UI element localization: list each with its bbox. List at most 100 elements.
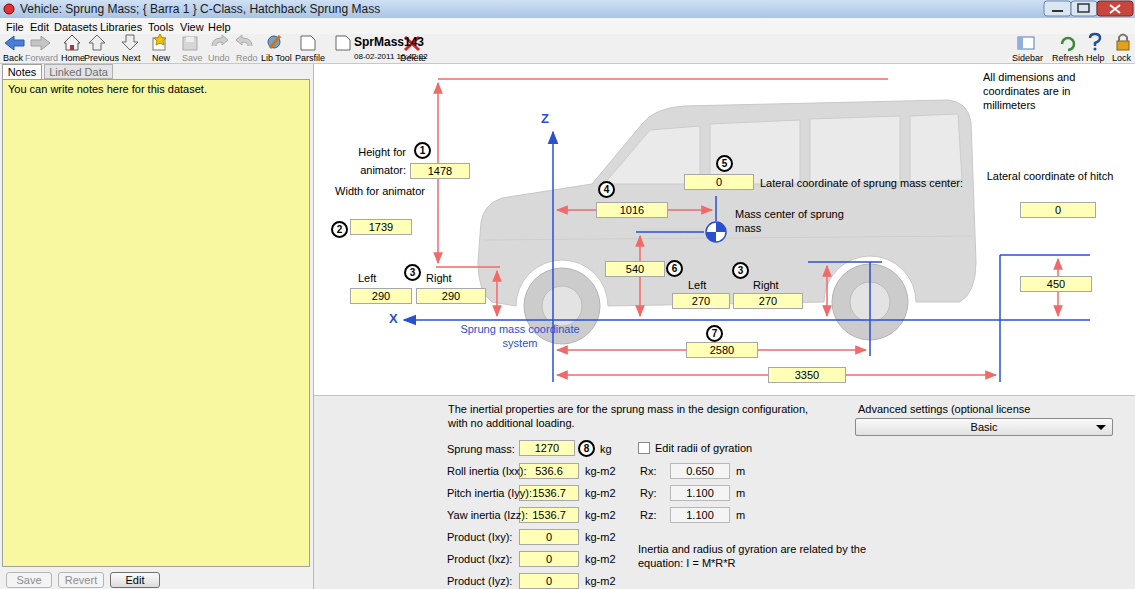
field-text: 0 <box>716 176 722 188</box>
field-label: Left <box>688 278 706 292</box>
field-text: 0 <box>546 575 552 587</box>
field-label: Sprung mass: <box>447 442 515 456</box>
menu-item: Libraries <box>100 20 142 34</box>
field-label: Product (Ixy): <box>447 530 512 544</box>
field-label: Lateral coordinate of hitch <box>985 169 1115 183</box>
field-label: m <box>736 486 745 500</box>
input-field: 1739 <box>350 219 412 235</box>
input-field: 0.650 <box>670 463 730 479</box>
field-label: Rx: <box>640 464 657 478</box>
input-field: 0 <box>1020 202 1096 218</box>
field-text: 8 <box>584 443 590 454</box>
input-field: 1.100 <box>670 485 730 501</box>
notes-field: You can write notes here for this datase… <box>2 79 310 567</box>
input-field: 290 <box>416 288 486 304</box>
tab: Notes <box>2 64 42 79</box>
field-text: 2580 <box>710 344 734 356</box>
field-label: Rz: <box>640 508 657 522</box>
field-label: m <box>736 464 745 478</box>
field-label: Inertia and radius of gyration are relat… <box>638 542 878 570</box>
callout-number: 4 <box>598 181 615 198</box>
field-label: Roll inertia (Ixx): <box>447 464 526 478</box>
field-label: The inertial properties are for the spru… <box>448 402 828 430</box>
field-label: kg-m2 <box>585 530 616 544</box>
callout-number: 5 <box>716 155 733 172</box>
field-text: 1478 <box>428 165 452 177</box>
field-text: 0 <box>546 553 552 565</box>
field-text: 2 <box>337 224 343 235</box>
field-text: 536.6 <box>535 465 563 477</box>
menu-item: Help <box>208 20 231 34</box>
input-field: 1478 <box>410 163 470 179</box>
tab: Linked Data <box>44 64 113 79</box>
toolbar-label: Back <box>3 51 23 65</box>
axis-label: X <box>389 312 398 326</box>
field-label: kg-m2 <box>585 508 616 522</box>
field-text: 7 <box>712 328 718 339</box>
input-field: 540 <box>605 261 665 277</box>
toolbar-label: SprMass143 <box>354 35 424 49</box>
field-text: Revert <box>65 574 97 586</box>
toolbar-label: Lib Tool <box>261 51 292 65</box>
menu-item: Datasets <box>54 20 97 34</box>
field-label: m <box>736 508 745 522</box>
input-field: 1016 <box>596 202 668 218</box>
menu-item: File <box>6 20 24 34</box>
field-text: 1739 <box>369 221 393 233</box>
field-label: Product (Iyz): <box>447 574 512 588</box>
input-field: 1.100 <box>670 507 730 523</box>
dropdown: Basic <box>855 418 1113 436</box>
input-field: 2580 <box>686 342 758 358</box>
toolbar-label: Parsfile <box>295 51 325 65</box>
toolbar-label: New <box>152 51 170 65</box>
input-field: 1270 <box>519 440 575 456</box>
field-text: 1270 <box>535 442 559 454</box>
button: Revert <box>58 572 104 588</box>
callout-number: 7 <box>706 325 723 342</box>
mass-center-symbol <box>706 222 726 242</box>
field-text: 1.100 <box>686 487 714 499</box>
field-label: Right <box>426 271 452 285</box>
field-text: Notes <box>8 66 37 78</box>
field-text: 1536.7 <box>532 487 566 499</box>
button: Edit <box>110 572 160 588</box>
input-field: 270 <box>733 293 803 309</box>
field-text: 1536.7 <box>532 509 566 521</box>
callout-number: 8 <box>578 440 595 457</box>
toolbar-label: Sidebar <box>1012 51 1043 65</box>
field-text: 1.100 <box>686 509 714 521</box>
callout-number: 2 <box>331 221 348 238</box>
field-label: kg-m2 <box>585 552 616 566</box>
field-label: kg-m2 <box>585 464 616 478</box>
menu-item: Tools <box>148 20 174 34</box>
field-text: Basic <box>971 421 998 433</box>
toolbar-label: Next <box>122 51 141 65</box>
field-text: 3 <box>410 267 416 278</box>
toolbar-label: Home <box>61 51 85 65</box>
field-text: 1016 <box>620 204 644 216</box>
field-text: 0 <box>546 531 552 543</box>
field-text: 0 <box>1055 204 1061 216</box>
field-text: Edit <box>126 574 145 586</box>
field-text: You can write notes here for this datase… <box>8 83 207 95</box>
field-text: 4 <box>604 184 610 195</box>
field-text: 270 <box>759 295 777 307</box>
input-field: 0 <box>519 573 579 589</box>
field-label: Advanced settings (optional license <box>858 402 1030 416</box>
field-text: Save <box>16 574 41 586</box>
dimension-lines <box>436 79 1058 375</box>
field-label: Pitch inertia (Iyy): <box>447 486 532 500</box>
toolbar-label: Refresh <box>1052 51 1084 65</box>
field-text: 450 <box>1047 278 1065 290</box>
menu-item: Edit <box>30 20 49 34</box>
menu-item: View <box>180 20 204 34</box>
toolbar-label: Save <box>182 51 203 65</box>
field-label: kg <box>600 442 612 456</box>
field-text: 290 <box>372 290 390 302</box>
input-field: 3350 <box>768 367 846 383</box>
axis-label: Z <box>541 112 549 126</box>
field-label: All dimensions and coordinates are in mi… <box>983 70 1113 112</box>
toolbar-label: Help <box>1086 51 1105 65</box>
field-label: Left <box>358 271 376 285</box>
